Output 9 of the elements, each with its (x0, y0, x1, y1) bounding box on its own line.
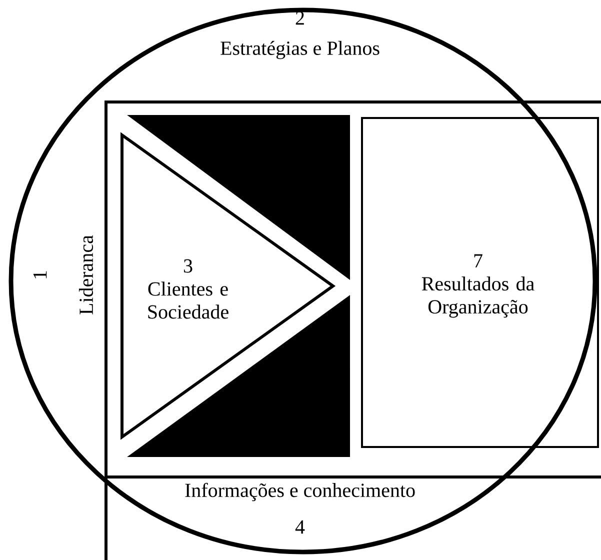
label: 1 (33, 271, 47, 278)
label: Informações e conhecimento (185, 482, 415, 502)
label: 4 (295, 520, 305, 534)
label: Lideranca (78, 235, 94, 314)
triangle (127, 115, 350, 280)
label: Estratégias e Planos (220, 40, 380, 60)
circle (8, 8, 598, 554)
triangle (127, 295, 350, 457)
box: 7 Resultados da Organização (361, 117, 599, 448)
